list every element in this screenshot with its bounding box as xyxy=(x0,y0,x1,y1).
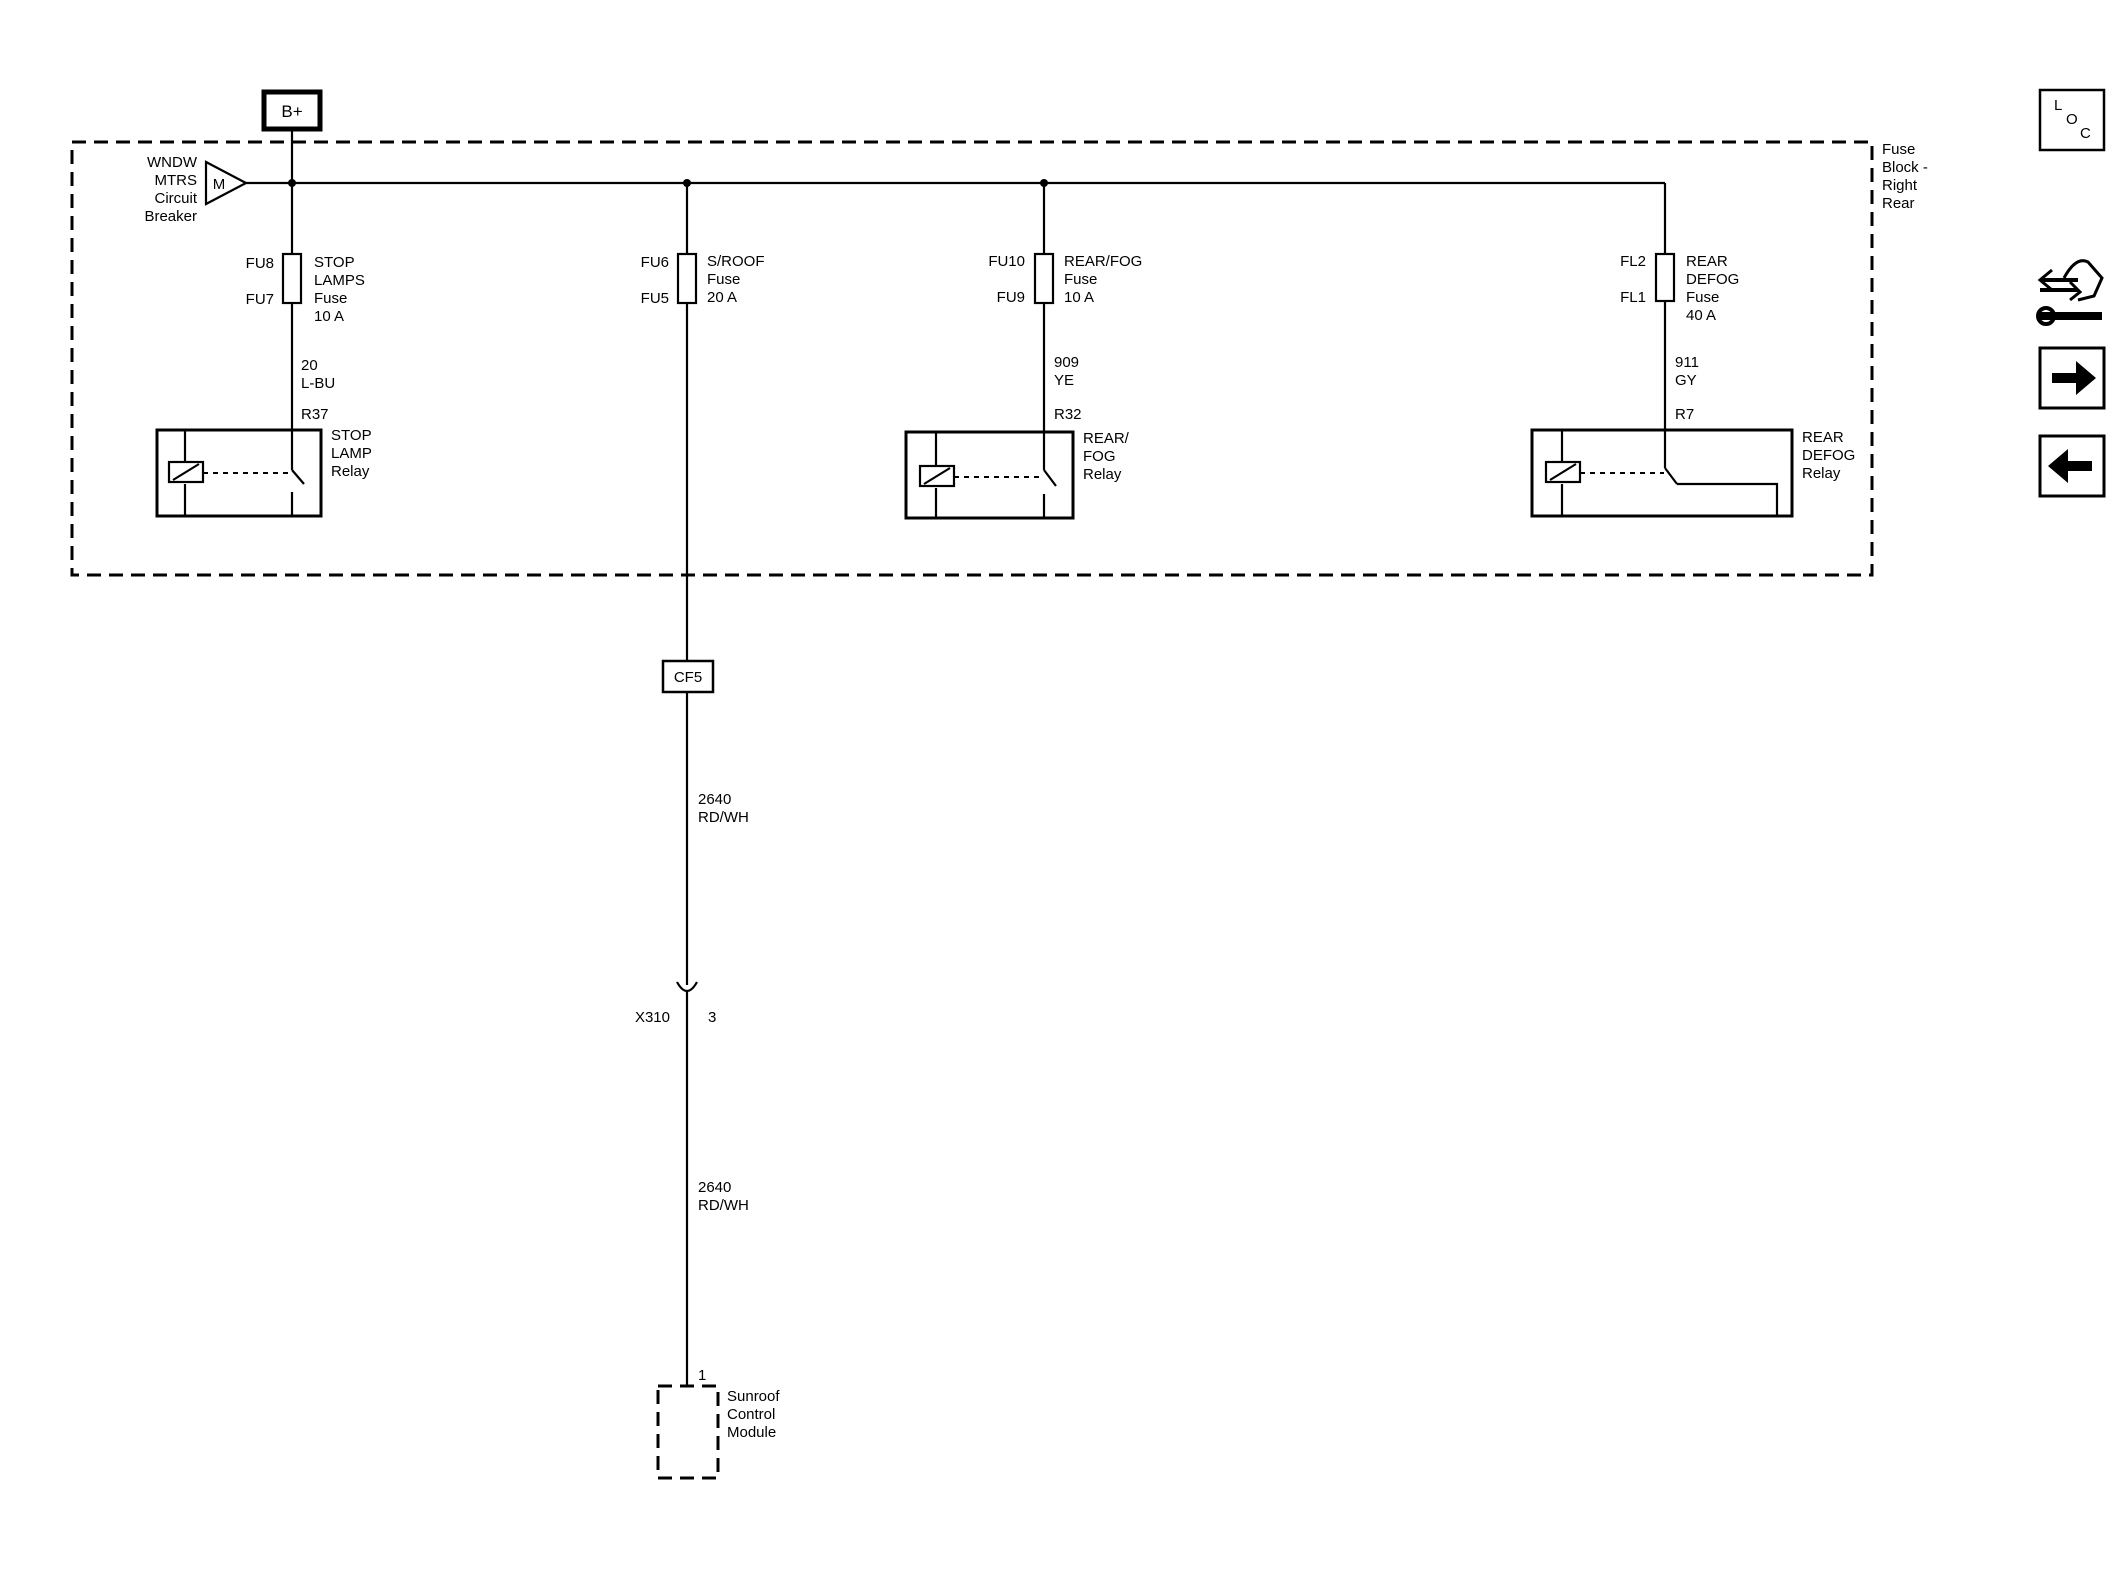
circuit-breaker-symbol: M xyxy=(213,176,226,193)
relay-rear-defog: REAR DEFOG Relay xyxy=(1530,428,1855,518)
wire-color-code: RD/WH xyxy=(698,1197,749,1214)
wire-circuit-number: 911 xyxy=(1675,354,1699,371)
fuse-label-line: Fuse xyxy=(1686,289,1719,306)
circuit-breaker: M WNDW MTRS Circuit Breaker xyxy=(144,154,249,225)
fuse-pin-bottom: FU7 xyxy=(246,291,274,308)
loc-letter: O xyxy=(2066,111,2078,128)
relay-label-line: Relay xyxy=(331,463,370,480)
splice-cf5: CF5 xyxy=(661,659,715,694)
fuse-label-line: S/ROOF xyxy=(707,253,765,270)
module-label-line: Sunroof xyxy=(727,1388,780,1405)
fuse-label-line: Fuse xyxy=(707,271,740,288)
fuse-block-label-line: Rear xyxy=(1882,195,1915,212)
fuse-pin-top: FU10 xyxy=(988,253,1025,270)
fuse-label-line: 10 A xyxy=(1064,289,1094,306)
relay-pin: R37 xyxy=(301,406,329,423)
relay-label-line: FOG xyxy=(1083,448,1116,465)
fuse-label-line: Fuse xyxy=(314,290,347,307)
next-page-icon xyxy=(2052,361,2096,395)
wire-color-code: RD/WH xyxy=(698,809,749,826)
wire-circuit-number: 909 xyxy=(1054,354,1079,371)
connector-name: X310 xyxy=(635,1009,670,1026)
fuse-rear-fog: FU10 FU9 REAR/FOG Fuse 10 A xyxy=(988,252,1142,306)
circuit-breaker-label-line: Circuit xyxy=(154,190,197,207)
connector-pin: 3 xyxy=(708,1009,716,1026)
fuse-pin-bottom: FU9 xyxy=(997,289,1025,306)
wire-color-code: YE xyxy=(1054,372,1074,389)
fuse-label-line: 20 A xyxy=(707,289,737,306)
fuse-block-outline xyxy=(70,140,1874,577)
relay-label-line: LAMP xyxy=(331,445,372,462)
power-source-b-plus: B+ xyxy=(261,89,323,132)
fuse-label-line: REAR/FOG xyxy=(1064,253,1142,270)
loc-button[interactable]: L O C xyxy=(2038,88,2106,152)
fuse-label-line: STOP xyxy=(314,254,355,271)
fuse-block-label-line: Fuse xyxy=(1882,141,1915,158)
fuse-label-line: LAMPS xyxy=(314,272,365,289)
relay-label-line: DEFOG xyxy=(1802,447,1855,464)
relay-label-line: Relay xyxy=(1802,465,1841,482)
fuse-block-label-line: Block - xyxy=(1882,159,1928,176)
circuit-breaker-label-line: MTRS xyxy=(155,172,198,189)
fuse-block-label: Fuse Block - Right Rear xyxy=(1882,141,1928,212)
wire-circuit-number: 2640 xyxy=(698,791,731,808)
fuse-pin-top: FU6 xyxy=(641,254,669,271)
relay-rear-fog: REAR/ FOG Relay xyxy=(904,430,1130,520)
previous-page-icon xyxy=(2048,449,2092,483)
fuse-label-line: REAR xyxy=(1686,253,1728,270)
wire-circuit-number: 20 xyxy=(301,357,318,374)
fuse-label-line: DEFOG xyxy=(1686,271,1739,288)
fuse-label-line: 10 A xyxy=(314,308,344,325)
power-source-label: B+ xyxy=(281,102,302,121)
relay-label-line: REAR xyxy=(1802,429,1844,446)
relay-pin: R32 xyxy=(1054,406,1082,423)
splice-label: CF5 xyxy=(674,669,702,686)
fuse-stop-lamps: FU8 FU7 STOP LAMPS Fuse 10 A xyxy=(246,252,365,325)
fuse-pin-bottom: FU5 xyxy=(641,290,669,307)
fuse-pin-top: FU8 xyxy=(246,255,274,272)
relay-stop-lamp: STOP LAMP Relay xyxy=(155,427,372,518)
wire-circuit-number: 2640 xyxy=(698,1179,731,1196)
fuse-pin-top: FL2 xyxy=(1620,253,1646,270)
relay-label-line: REAR/ xyxy=(1083,430,1130,447)
fuse-sroof: FU6 FU5 S/ROOF Fuse 20 A xyxy=(641,252,765,307)
module-label-line: Module xyxy=(727,1424,776,1441)
wire-color-code: L-BU xyxy=(301,375,335,392)
relay-pin: R7 xyxy=(1675,406,1694,423)
wire-color-code: GY xyxy=(1675,372,1697,389)
fuse-rear-defog: FL2 FL1 REAR DEFOG Fuse 40 A xyxy=(1620,252,1739,324)
next-page-button[interactable] xyxy=(2038,346,2106,410)
loc-letter: C xyxy=(2080,125,2091,142)
module-pin: 1 xyxy=(698,1367,706,1384)
connector-x310: X310 3 xyxy=(635,981,716,1386)
fuse-label-line: Fuse xyxy=(1064,271,1097,288)
circuit-breaker-label-line: Breaker xyxy=(144,208,197,225)
circuit-breaker-label-line: WNDW xyxy=(147,154,198,171)
relay-label-line: Relay xyxy=(1083,466,1122,483)
loc-letter: L xyxy=(2054,97,2062,114)
connector-tools-icon[interactable] xyxy=(2036,259,2104,326)
relay-label-line: STOP xyxy=(331,427,372,444)
previous-page-button[interactable] xyxy=(2038,434,2106,498)
fuse-label-line: 40 A xyxy=(1686,307,1716,324)
fuse-pin-bottom: FL1 xyxy=(1620,289,1646,306)
sunroof-control-module: 1 Sunroof Control Module xyxy=(656,1367,780,1480)
module-label-line: Control xyxy=(727,1406,775,1423)
fuse-block-label-line: Right xyxy=(1882,177,1918,194)
